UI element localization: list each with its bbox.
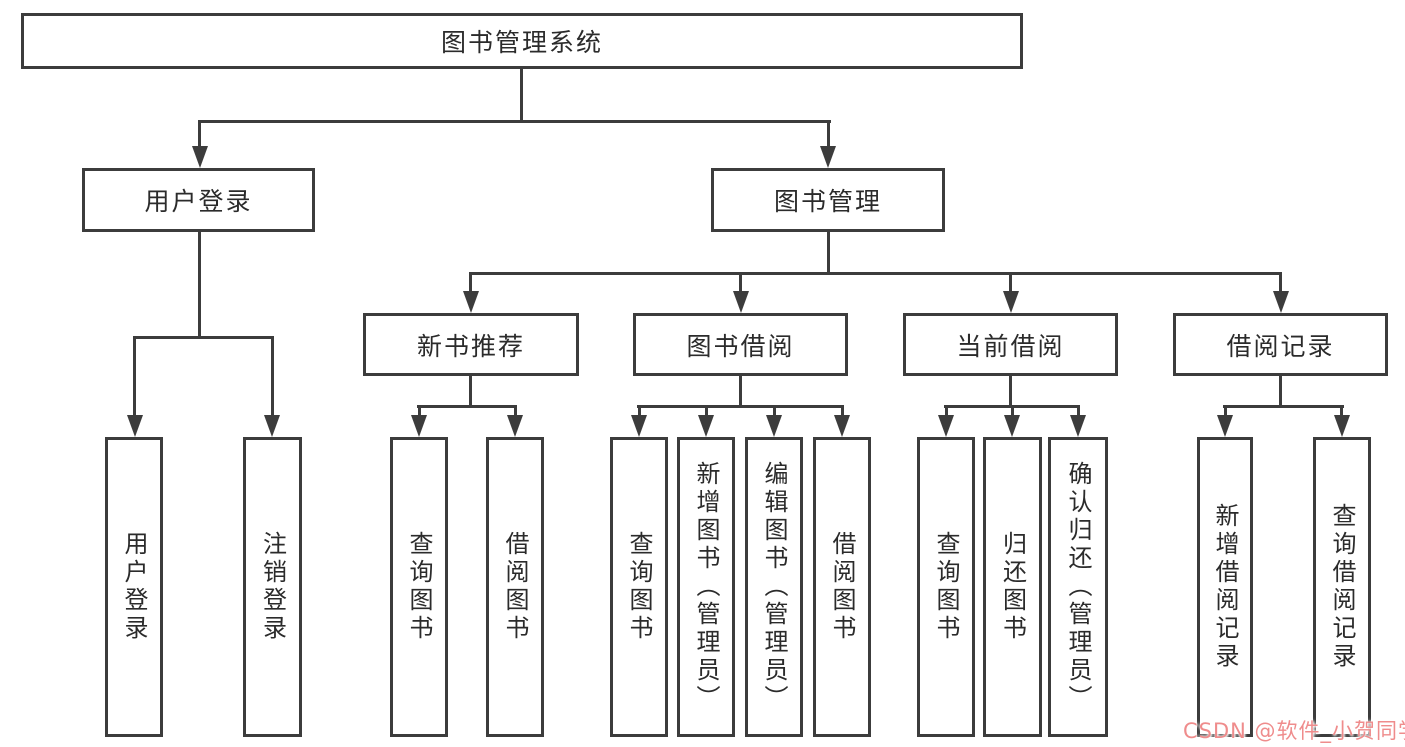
leaf-confirm-return-admin: 确认归还（管理员） — [1048, 437, 1108, 737]
connector-line — [198, 120, 201, 150]
connector-line — [469, 376, 472, 408]
node-book-borrow: 图书借阅 — [633, 313, 848, 376]
arrowhead-icon — [507, 415, 523, 437]
connector-line — [705, 405, 708, 419]
leaf-add-books-admin: 新增图书（管理员） — [677, 437, 735, 737]
arrowhead-icon — [938, 415, 954, 437]
arrowhead-icon — [1273, 291, 1289, 313]
connector-line — [1009, 376, 1012, 408]
leaf-borrow-books: 借阅图书 — [486, 437, 544, 737]
connector-line — [469, 272, 1281, 275]
arrowhead-icon — [264, 415, 280, 437]
arrowhead-icon — [127, 415, 143, 437]
leaf-query-books: 查询图书 — [917, 437, 975, 737]
connector-line — [133, 336, 274, 339]
connector-line — [638, 405, 641, 419]
connector-line — [133, 336, 136, 419]
arrowhead-icon — [463, 291, 479, 313]
node-borrow-record: 借阅记录 — [1173, 313, 1388, 376]
csdn-watermark: CSDN @软件_小贺同学 — [1183, 719, 1405, 743]
arrowhead-icon — [766, 415, 782, 437]
leaf-logout: 注销登录 — [243, 437, 302, 737]
leaf-add-borrow-record: 新增借阅记录 — [1197, 437, 1253, 737]
leaf-query-books: 查询图书 — [390, 437, 448, 737]
leaf-borrow-books: 借阅图书 — [813, 437, 871, 737]
connector-line — [773, 405, 776, 419]
connector-line — [1279, 376, 1282, 408]
node-new-book-recommend: 新书推荐 — [363, 313, 579, 376]
arrowhead-icon — [411, 415, 427, 437]
connector-line — [637, 405, 844, 408]
connector-line — [469, 272, 472, 294]
connector-line — [271, 336, 274, 419]
connector-line — [1279, 272, 1282, 294]
arrowhead-icon — [1004, 415, 1020, 437]
leaf-query-borrow-record: 查询借阅记录 — [1313, 437, 1371, 737]
leaf-return-books: 归还图书 — [983, 437, 1042, 737]
arrowhead-icon — [1003, 291, 1019, 313]
connector-line — [1077, 405, 1080, 419]
connector-line — [1011, 405, 1014, 419]
arrowhead-icon — [834, 415, 850, 437]
connector-line — [198, 232, 201, 339]
leaf-edit-books-admin: 编辑图书（管理员） — [745, 437, 803, 737]
arrowhead-icon — [1334, 415, 1350, 437]
leaf-query-books: 查询图书 — [610, 437, 668, 737]
node-current-borrow: 当前借阅 — [903, 313, 1118, 376]
connector-line — [417, 405, 517, 408]
connector-line — [945, 405, 948, 419]
connector-line — [198, 120, 831, 123]
connector-line — [841, 405, 844, 419]
connector-line — [827, 120, 830, 150]
leaf-user-login: 用户登录 — [105, 437, 163, 737]
connector-line — [827, 232, 830, 275]
arrowhead-icon — [631, 415, 647, 437]
arrowhead-icon — [1070, 415, 1086, 437]
connector-line — [514, 405, 517, 419]
arrowhead-icon — [733, 291, 749, 313]
node-user-login: 用户登录 — [82, 168, 315, 232]
node-book-management: 图书管理 — [711, 168, 945, 232]
connector-line — [520, 69, 523, 121]
arrowhead-icon — [820, 146, 836, 168]
arrowhead-icon — [192, 146, 208, 168]
connector-line — [418, 405, 421, 419]
connector-line — [1340, 405, 1343, 419]
node-library-management-system: 图书管理系统 — [21, 13, 1023, 69]
connector-line — [1224, 405, 1227, 419]
connector-line — [1223, 405, 1344, 408]
connector-line — [1009, 272, 1012, 294]
connector-line — [739, 272, 742, 294]
connector-line — [739, 376, 742, 408]
arrowhead-icon — [698, 415, 714, 437]
arrowhead-icon — [1217, 415, 1233, 437]
